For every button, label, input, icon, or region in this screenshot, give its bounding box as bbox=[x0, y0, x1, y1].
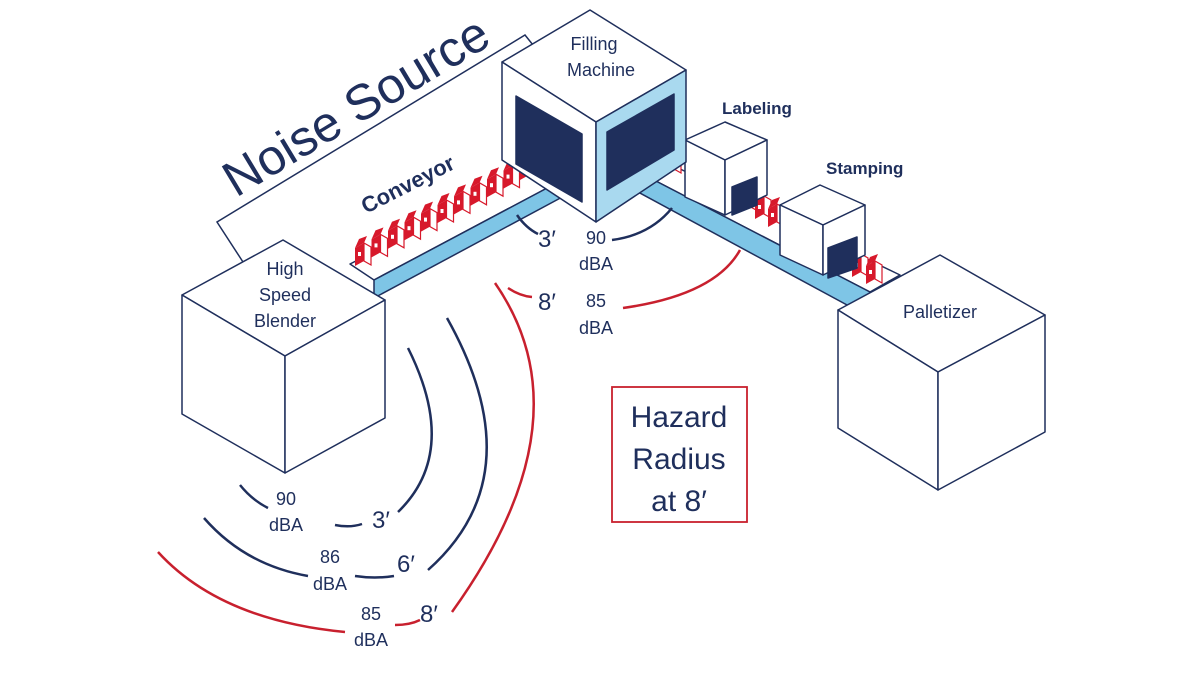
filling-machine bbox=[501, 9, 687, 223]
blender-label-line2: Speed bbox=[259, 285, 311, 305]
filling-8ft-level: 85 bbox=[586, 291, 606, 311]
product-carton bbox=[371, 227, 389, 258]
palletizer bbox=[837, 254, 1046, 491]
hazard-line3: at 8′ bbox=[651, 485, 707, 518]
blender-3ft-unit: dBA bbox=[269, 515, 303, 535]
stamping-label: Stamping bbox=[826, 159, 903, 178]
hazard-line2: Radius bbox=[632, 443, 725, 476]
filling-machine-label-line1: Filling bbox=[570, 34, 617, 54]
filling-8ft-arc-left bbox=[507, 286, 533, 299]
product-carton bbox=[454, 184, 471, 215]
blender-3ft-arc-start bbox=[239, 484, 269, 510]
blender-6ft-arc-tail bbox=[354, 574, 395, 579]
hazard-box bbox=[611, 386, 748, 523]
blender-6ft-unit: dBA bbox=[313, 574, 347, 594]
filling-3ft-distance: 3′ bbox=[538, 226, 556, 253]
blender-8ft-arc bbox=[450, 282, 535, 613]
filling-3ft-unit: dBA bbox=[579, 254, 613, 274]
blender-3ft-arc-tail bbox=[334, 522, 363, 528]
product-carton bbox=[404, 210, 422, 241]
product-carton bbox=[437, 193, 455, 224]
blender-3ft-distance: 3′ bbox=[372, 507, 390, 534]
product-carton bbox=[866, 254, 883, 285]
filling-3ft-arc-right bbox=[611, 207, 673, 242]
blender-8ft-unit: dBA bbox=[354, 630, 388, 650]
blender-3ft-level: 90 bbox=[276, 489, 296, 509]
blender-3ft-arc bbox=[397, 347, 433, 513]
blender-label-line3: Blender bbox=[254, 311, 316, 331]
filling-3ft-level: 90 bbox=[586, 228, 606, 248]
blender-6ft-arc-start bbox=[203, 517, 309, 578]
stamping-machine bbox=[779, 184, 866, 279]
noise-source-title: Noise Source bbox=[213, 5, 499, 208]
labeling-label: Labeling bbox=[722, 99, 792, 118]
filling-8ft-distance: 8′ bbox=[538, 289, 556, 316]
noise-source-bracket bbox=[215, 34, 534, 263]
blender-6ft-arc bbox=[427, 317, 488, 571]
filling-machine-label-line2: Machine bbox=[567, 60, 635, 80]
blender-8ft-distance: 8′ bbox=[420, 601, 438, 628]
high-speed-blender bbox=[181, 239, 386, 474]
blender-8ft-arc-start bbox=[157, 551, 346, 634]
product-carton bbox=[421, 201, 438, 232]
filling-8ft-unit: dBA bbox=[579, 318, 613, 338]
product-carton bbox=[388, 218, 405, 249]
hazard-line1: Hazard bbox=[631, 401, 728, 434]
product-carton bbox=[487, 167, 504, 198]
blender-8ft-level: 85 bbox=[361, 604, 381, 624]
blender-6ft-level: 86 bbox=[320, 547, 340, 567]
product-carton bbox=[355, 236, 372, 267]
labeling-machine bbox=[684, 121, 768, 216]
product-carton bbox=[470, 175, 488, 206]
filling-3ft-arc-left bbox=[515, 214, 539, 236]
blender-8ft-arc-tail bbox=[394, 618, 421, 627]
blender-label-line1: High bbox=[266, 259, 303, 279]
palletizer-label: Palletizer bbox=[903, 302, 977, 322]
filling-8ft-arc-right bbox=[622, 249, 742, 310]
blender-6ft-distance: 6′ bbox=[397, 551, 415, 578]
